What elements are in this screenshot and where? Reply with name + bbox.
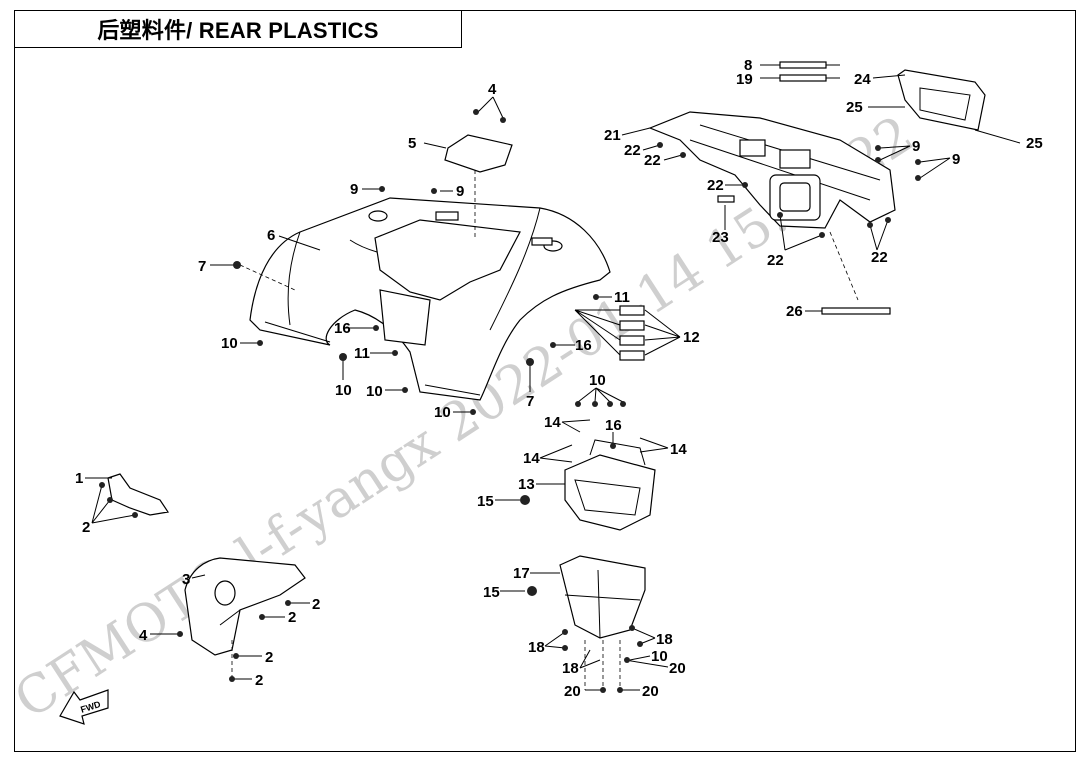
label-9: 9 xyxy=(456,183,464,200)
label-22: 22 xyxy=(707,177,724,194)
label-24: 24 xyxy=(854,71,871,88)
drawing-frame xyxy=(14,10,1076,752)
label-25: 25 xyxy=(1026,135,1043,152)
label-22: 22 xyxy=(767,252,784,269)
label-18: 18 xyxy=(528,639,545,656)
label-20: 20 xyxy=(642,683,659,700)
fasteners xyxy=(99,61,921,693)
label-10: 10 xyxy=(221,335,238,352)
label-5: 5 xyxy=(408,135,416,152)
label-4: 4 xyxy=(139,627,148,644)
label-25: 25 xyxy=(846,99,863,116)
label-23: 23 xyxy=(712,229,729,246)
fwd-arrow-icon: FWD xyxy=(59,689,109,725)
label-2: 2 xyxy=(312,596,320,613)
label-2: 2 xyxy=(82,519,90,536)
label-16: 16 xyxy=(334,320,351,337)
label-22: 22 xyxy=(871,249,888,266)
title-box: 后塑料件/ REAR PLASTICS xyxy=(14,10,462,48)
label-15: 15 xyxy=(483,584,500,601)
rear-fender xyxy=(249,197,611,401)
label-20: 20 xyxy=(669,660,686,677)
label-20: 20 xyxy=(564,683,581,700)
label-14: 14 xyxy=(544,414,561,431)
label-9: 9 xyxy=(350,181,358,198)
label-2: 2 xyxy=(255,672,263,689)
label-10: 10 xyxy=(651,648,668,665)
leader-lines xyxy=(85,64,1021,691)
label-9: 9 xyxy=(912,138,920,155)
label-19: 19 xyxy=(736,71,753,88)
label-7: 7 xyxy=(198,258,206,275)
label-2: 2 xyxy=(265,649,273,666)
label-22: 22 xyxy=(644,152,661,169)
label-10: 10 xyxy=(589,372,606,389)
label-12: 12 xyxy=(683,329,700,346)
label-1: 1 xyxy=(75,470,83,487)
label-26: 26 xyxy=(786,303,803,320)
label-2: 2 xyxy=(288,609,296,626)
storage-box xyxy=(564,439,656,531)
label-14: 14 xyxy=(523,450,540,467)
label-6: 6 xyxy=(267,227,275,244)
label-22: 22 xyxy=(624,142,641,159)
label-8: 8 xyxy=(744,57,752,74)
label-4: 4 xyxy=(488,81,497,98)
label-11: 11 xyxy=(614,289,630,306)
label-11: 11 xyxy=(354,345,370,362)
label-3: 3 xyxy=(182,571,190,588)
label-9: 9 xyxy=(952,151,960,168)
side-panel xyxy=(184,557,306,656)
label-10: 10 xyxy=(366,383,383,400)
label-16: 16 xyxy=(605,417,622,434)
seat-cover-plate xyxy=(444,134,513,173)
lower-tray xyxy=(559,555,646,639)
label-21: 21 xyxy=(604,127,621,144)
label-18: 18 xyxy=(562,660,579,677)
label-18: 18 xyxy=(656,631,673,648)
label-7: 7 xyxy=(526,393,534,410)
label-10: 10 xyxy=(335,382,352,399)
rear-rack xyxy=(648,111,896,229)
label-14: 14 xyxy=(670,441,687,458)
tail-light-cover xyxy=(897,69,986,131)
label-15: 15 xyxy=(477,493,494,510)
label-16: 16 xyxy=(575,337,592,354)
label-17: 17 xyxy=(513,565,530,582)
left-bracket xyxy=(107,473,170,516)
part-labels: 4 5 9 9 6 7 10 16 10 11 10 10 7 16 11 12… xyxy=(75,57,1043,700)
label-13: 13 xyxy=(518,476,535,493)
page-title: 后塑料件/ REAR PLASTICS xyxy=(97,18,379,43)
label-10: 10 xyxy=(434,404,451,421)
